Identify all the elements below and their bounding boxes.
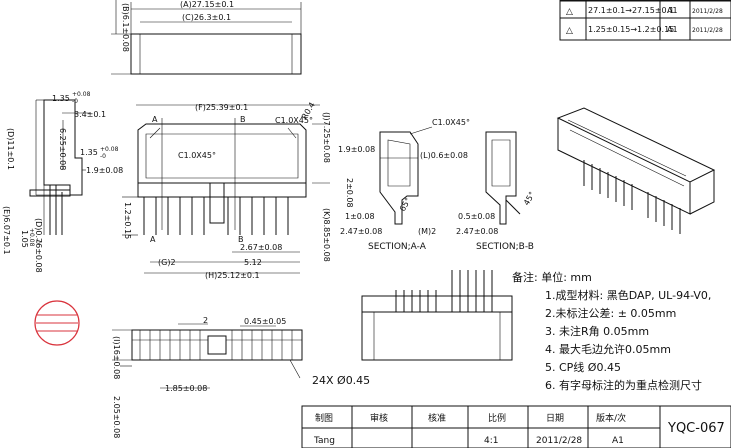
title-header: 日期 (546, 413, 564, 424)
dim-d: (D)11±0.1 (6, 128, 15, 170)
isometric-view (556, 107, 716, 234)
note-item: 5. CP线 Ø0.45 (545, 360, 621, 374)
title-value-drafter: Tang (313, 436, 335, 446)
tol-5: +0.08 (28, 228, 35, 247)
revision-change: 1.25±0.15→1.2±0.15 (588, 25, 674, 34)
note-item: 1.成型材料: 黑色DAP, UL-94-V0, (545, 288, 711, 302)
revision-rev: A1 (667, 6, 678, 15)
dim-45: 45° (522, 190, 537, 207)
dim-65: 65° (398, 196, 413, 213)
tol-3: +0.08 (100, 146, 119, 153)
note-item: 4. 最大毛边允许0.05mm (545, 342, 671, 356)
title-header: 比例 (488, 412, 506, 424)
revision-date: 2011/2/28 (692, 27, 723, 34)
dim-f: (F)25.39±0.1 (195, 103, 248, 112)
dim-6-25: 6.25±0.08 (58, 128, 67, 170)
revision-table: △ 27.1±0.1→27.15±0.1 A1 2011/2/28 △ 1.25… (559, 0, 731, 41)
section-b-top: B (240, 115, 246, 124)
drawing-number: YQC-067 (667, 421, 725, 436)
revision-row: △ 27.1±0.1→27.15±0.1 A1 2011/2/28 (566, 6, 723, 17)
dim-1-05: 1.05 (20, 230, 29, 248)
dim-m: (M)2 (418, 227, 436, 236)
dim-c1-front: C1.0X45° (178, 151, 216, 160)
revision-mark-icon: △ (566, 7, 573, 17)
note-item: 2.未标注公差: ± 0.05mm (545, 306, 676, 320)
tol-1: +0.08 (72, 91, 91, 98)
dim-2-top: 2 (203, 316, 208, 325)
note-item: 3. 未注R角 0.05mm (545, 324, 649, 338)
section-a-label: SECTION;A-A (368, 242, 427, 252)
revision-mark-icon: △ (566, 26, 573, 36)
tol-2: -0 (72, 98, 78, 105)
title-value-date: 2011/2/28 (536, 436, 582, 446)
dim-1-9a: 1.9±0.08 (86, 166, 123, 175)
dim-1-9b: 1.9±0.08 (338, 145, 375, 154)
dim-2-47b: 2.47±0.08 (456, 227, 498, 236)
section-b-label: SECTION;B-B (476, 242, 534, 252)
red-stamp (34, 300, 80, 346)
dim-1: 1±0.08 (345, 212, 375, 221)
side-view: (D)11±0.1 6.25±0.08 1.35 +0.08 -0 3.4±0.… (2, 91, 123, 273)
front-view: (F)25.39±0.1 A B C1.0X45° C1.0X45° R0.4 … (122, 101, 331, 280)
dim-0-45: 0.45±0.05 (244, 317, 286, 326)
dim-g: (G)2 (158, 258, 176, 267)
dim-h: (H)25.12±0.1 (205, 271, 260, 280)
front-pins (143, 182, 289, 235)
dim-1-35a: 1.35 (52, 94, 70, 103)
dim-2-05: 2.05±0.08 (112, 396, 121, 438)
dim-3-4: 3.4±0.1 (74, 110, 106, 119)
dim-c: (C)26.3±0.1 (182, 13, 231, 22)
dim-d-low: (D)0.76±0.08 (34, 218, 43, 273)
notes-header: 备注: 单位: mm (512, 270, 592, 284)
dim-a: (A)27.15±0.1 (180, 0, 234, 9)
dim-i: (I)16±0.08 (112, 336, 121, 379)
bottom-view: 2 0.45±0.05 (I)16±0.08 2.05±0.08 1.85±0.… (112, 316, 370, 438)
title-header: 审核 (370, 412, 388, 424)
title-header: 版本/次 (596, 412, 626, 424)
section-a-view: C1.0X45° 1.9±0.08 (L)0.6±0.08 2±0.08 1±0… (338, 118, 470, 252)
front-elevation (361, 270, 513, 361)
dim-r04: R0.4 (300, 101, 317, 121)
note-item: 6. 有字母标注的为重点检测尺寸 (545, 378, 702, 392)
dim-k: (K)8.85±0.08 (322, 208, 331, 262)
section-b-view: 0.5±0.08 2.47±0.08 45° SECTION;B-B (456, 131, 537, 252)
title-header: 制图 (315, 412, 333, 424)
dim-j: (J)7.25±0.08 (322, 112, 331, 163)
title-value-version: A1 (612, 436, 624, 446)
title-block: 制图 审核 核准 比例 日期 版本/次 Tang 4:1 2011/2/28 A… (301, 405, 731, 448)
tol-6: -0 (34, 238, 41, 244)
dim-2-67: 2.67±0.08 (240, 243, 282, 252)
dim-l: (L)0.6±0.08 (420, 151, 468, 160)
dim-e: (E)6.07±0.1 (2, 206, 11, 255)
title-header: 核准 (428, 412, 446, 424)
section-a-bottom: A (150, 235, 156, 244)
revision-date: 2011/2/28 (692, 8, 723, 15)
section-b-bottom: B (238, 235, 244, 244)
revision-change: 27.1±0.1→27.15±0.1 (588, 6, 674, 15)
isometric-pins (583, 160, 681, 234)
dim-0-5: 0.5±0.08 (458, 212, 495, 221)
dim-2-47: 2.47±0.08 (340, 227, 382, 236)
dim-c1-section: C1.0X45° (432, 118, 470, 127)
pin-count-callout: 24X Ø0.45 (312, 374, 370, 387)
dim-5-12: 5.12 (244, 258, 262, 267)
dim-c1-front-b: C1.0X45° (275, 116, 313, 125)
dim-b: (B)6.1±0.08 (121, 3, 130, 52)
dim-1-85: 1.85±0.08 (165, 384, 207, 393)
section-a-top: A (152, 115, 158, 124)
revision-rev: A1 (667, 25, 678, 34)
title-value-scale: 4:1 (484, 436, 498, 446)
top-view: (A)27.15±0.1 (C)26.3±0.1 (B)6.1±0.08 (111, 0, 302, 75)
tol-4: -0 (100, 153, 106, 160)
revision-row: △ 1.25±0.15→1.2±0.15 A1 2011/2/28 (566, 25, 723, 36)
notes-block: 备注: 单位: mm 1.成型材料: 黑色DAP, UL-94-V0, 2.未标… (512, 270, 711, 392)
dim-1-2: 1.2±0.15 (123, 202, 132, 239)
dim-2: 2±0.08 (345, 178, 354, 208)
dim-1-35b: 1.35 (80, 148, 98, 157)
